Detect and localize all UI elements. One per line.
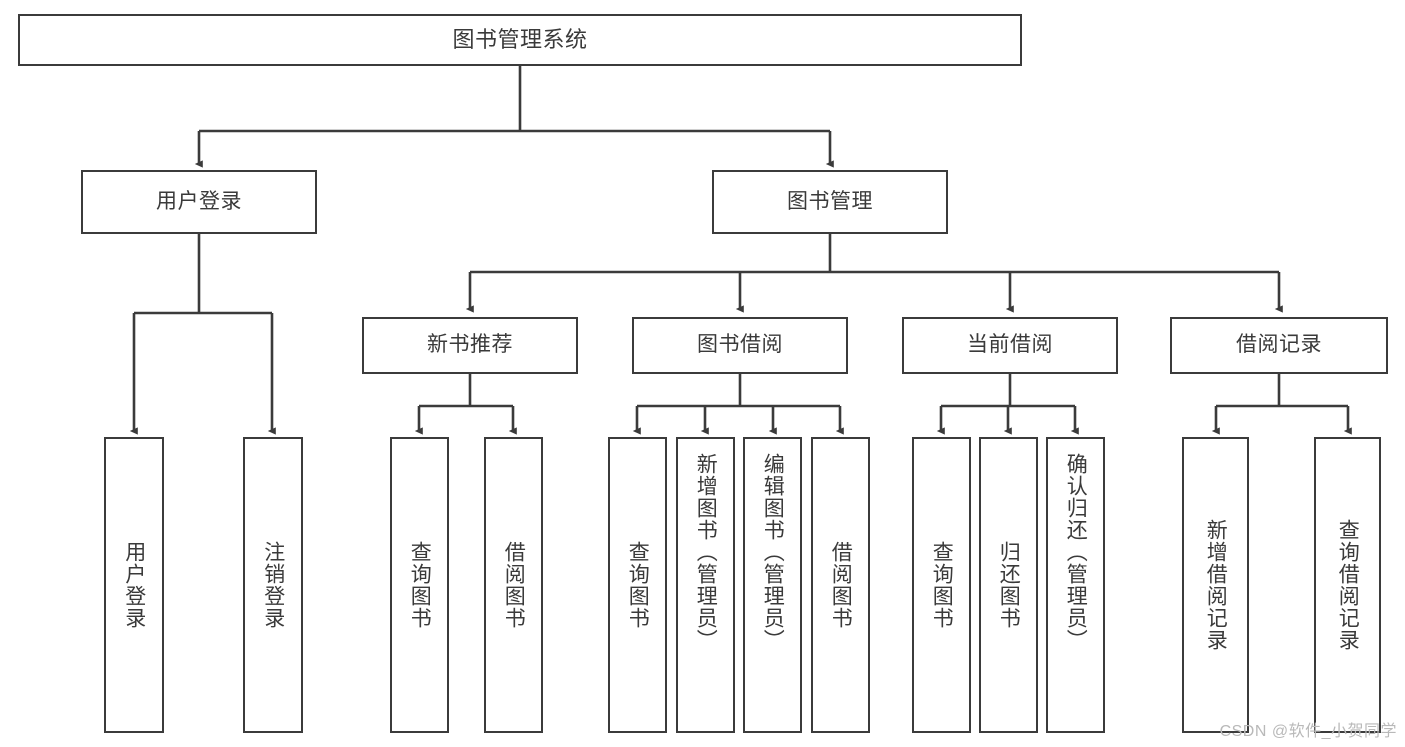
node-leaf-query-record[interactable]: 查询借阅记录 <box>1314 437 1381 733</box>
node-leaf-return-book[interactable]: 归还图书 <box>979 437 1038 733</box>
node-new-book-recommend[interactable]: 新书推荐 <box>362 317 578 374</box>
node-root-label: 图书管理系统 <box>452 27 588 53</box>
node-leaf-edit-book[interactable]: 编辑图书（管理员） <box>743 437 802 733</box>
node-leaf-query-book-1[interactable]: 查询图书 <box>390 437 449 733</box>
node-leaf-query-book-3-label: 查询图书 <box>930 541 954 629</box>
node-root-system[interactable]: 图书管理系统 <box>18 14 1022 66</box>
node-leaf-add-record-label: 新增借阅记录 <box>1204 519 1228 651</box>
node-leaf-user-logout[interactable]: 注销登录 <box>243 437 303 733</box>
node-leaf-user-logout-label: 注销登录 <box>261 541 285 629</box>
node-leaf-query-book-3[interactable]: 查询图书 <box>912 437 971 733</box>
node-leaf-return-book-label: 归还图书 <box>997 541 1021 629</box>
node-leaf-add-record[interactable]: 新增借阅记录 <box>1182 437 1249 733</box>
node-leaf-query-book-2-label: 查询图书 <box>626 541 650 629</box>
node-leaf-add-book[interactable]: 新增图书（管理员） <box>676 437 735 733</box>
node-user-login-label: 用户登录 <box>156 189 242 213</box>
node-book-management[interactable]: 图书管理 <box>712 170 948 234</box>
node-leaf-query-book-2[interactable]: 查询图书 <box>608 437 667 733</box>
node-leaf-borrow-book-1[interactable]: 借阅图书 <box>484 437 543 733</box>
node-leaf-user-login-label: 用户登录 <box>122 541 146 629</box>
node-book-borrow-label: 图书借阅 <box>697 333 783 357</box>
node-book-borrow[interactable]: 图书借阅 <box>632 317 848 374</box>
node-current-borrow[interactable]: 当前借阅 <box>902 317 1118 374</box>
node-user-login[interactable]: 用户登录 <box>81 170 317 234</box>
node-borrow-record[interactable]: 借阅记录 <box>1170 317 1388 374</box>
node-current-borrow-label: 当前借阅 <box>967 333 1053 357</box>
node-leaf-borrow-book-2-label: 借阅图书 <box>829 541 853 629</box>
node-leaf-add-book-label: 新增图书（管理员） <box>694 453 718 651</box>
node-leaf-borrow-book-1-label: 借阅图书 <box>502 541 526 629</box>
node-new-book-recommend-label: 新书推荐 <box>427 333 513 357</box>
node-leaf-user-login[interactable]: 用户登录 <box>104 437 164 733</box>
node-leaf-query-record-label: 查询借阅记录 <box>1336 519 1360 651</box>
csdn-watermark: CSDN @软件_小贺同学 <box>1219 723 1397 740</box>
node-book-management-label: 图书管理 <box>787 189 873 213</box>
node-leaf-confirm-return[interactable]: 确认归还（管理员） <box>1046 437 1105 733</box>
node-leaf-confirm-return-label: 确认归还（管理员） <box>1064 453 1088 651</box>
node-leaf-edit-book-label: 编辑图书（管理员） <box>761 453 785 651</box>
node-leaf-borrow-book-2[interactable]: 借阅图书 <box>811 437 870 733</box>
node-leaf-query-book-1-label: 查询图书 <box>408 541 432 629</box>
node-borrow-record-label: 借阅记录 <box>1236 333 1322 357</box>
